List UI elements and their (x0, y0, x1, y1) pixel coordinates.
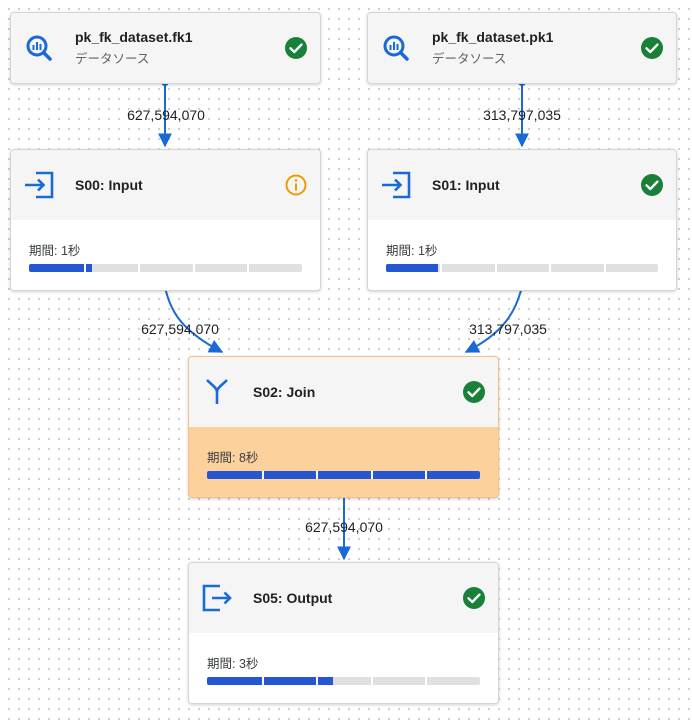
progress-separator (425, 471, 428, 479)
success-check-icon (462, 380, 486, 404)
node-title: S01: Input (432, 177, 500, 193)
progress-separator (440, 264, 443, 272)
node-s05-output[interactable]: S05: Output 期間: 3秒 (188, 562, 499, 704)
progress-separator (138, 264, 141, 272)
node-s01-input[interactable]: S01: Input 期間: 1秒 (367, 149, 677, 291)
node-subtitle: データソース (432, 52, 507, 66)
node-body: 期間: 1秒 (11, 220, 320, 290)
progress-separator (603, 264, 606, 272)
node-header: pk_fk_dataset.fk1 データソース (11, 13, 320, 83)
bigquery-icon (379, 31, 413, 65)
duration-text: 期間: 1秒 (29, 244, 81, 258)
progress-separator (370, 677, 373, 685)
edge-label-s00-s02: 627,594,070 (141, 321, 219, 337)
node-header: pk_fk_dataset.pk1 データソース (368, 13, 676, 83)
join-merge-icon (200, 375, 234, 409)
progress-bar (29, 264, 302, 272)
success-check-icon (640, 173, 664, 197)
success-check-icon (284, 36, 308, 60)
edge-s01-s02[interactable] (464, 283, 526, 353)
progress-separator (494, 264, 497, 272)
bigquery-icon (22, 31, 56, 65)
duration-text: 期間: 1秒 (386, 244, 438, 258)
node-title: S02: Join (253, 384, 316, 400)
success-check-icon (640, 36, 664, 60)
duration-text: 期間: 3秒 (207, 657, 259, 671)
edge-label-s01-s02: 313,797,035 (469, 321, 547, 337)
progress-bar (386, 264, 658, 272)
node-header: S01: Input (368, 150, 676, 220)
node-body: 期間: 1秒 (368, 220, 676, 290)
progress-separator (425, 677, 428, 685)
info-warning-icon[interactable] (284, 173, 308, 197)
progress-fill (29, 264, 92, 272)
progress-fill (207, 471, 480, 479)
progress-separator (316, 677, 319, 685)
node-title: pk_fk_dataset.pk1 (432, 29, 554, 45)
progress-fill (207, 677, 333, 685)
node-s00-input[interactable]: S00: Input 期間: 1秒 (10, 149, 321, 291)
node-title: S05: Output (253, 590, 333, 606)
node-subtitle: データソース (75, 52, 150, 66)
node-header: S02: Join (189, 357, 498, 427)
node-s02-join[interactable]: S02: Join 期間: 8秒 (188, 356, 499, 498)
output-icon (200, 581, 234, 615)
edge-label-s02-s05: 627,594,070 (305, 519, 383, 535)
node-fk1-datasource[interactable]: pk_fk_dataset.fk1 データソース (10, 12, 321, 84)
duration-text: 期間: 8秒 (207, 451, 259, 465)
input-icon (22, 168, 56, 202)
progress-separator (83, 264, 86, 272)
progress-separator (261, 471, 264, 479)
node-header: S05: Output (189, 563, 498, 633)
progress-separator (316, 471, 319, 479)
progress-separator (370, 471, 373, 479)
progress-separator (549, 264, 552, 272)
node-header: S00: Input (11, 150, 320, 220)
progress-separator (247, 264, 250, 272)
progress-separator (192, 264, 195, 272)
node-pk1-datasource[interactable]: pk_fk_dataset.pk1 データソース (367, 12, 677, 84)
progress-separator (261, 677, 264, 685)
input-icon (379, 168, 413, 202)
progress-bar (207, 471, 480, 479)
edge-s00-s02[interactable] (161, 283, 224, 353)
node-title: S00: Input (75, 177, 143, 193)
edge-label-pk1-s01: 313,797,035 (483, 107, 561, 123)
node-title: pk_fk_dataset.fk1 (75, 29, 193, 45)
node-body: 期間: 3秒 (189, 633, 498, 703)
progress-bar (207, 677, 480, 685)
node-body: 期間: 8秒 (189, 427, 498, 497)
success-check-icon (462, 586, 486, 610)
progress-fill (386, 264, 438, 272)
edge-label-fk1-s00: 627,594,070 (127, 107, 205, 123)
